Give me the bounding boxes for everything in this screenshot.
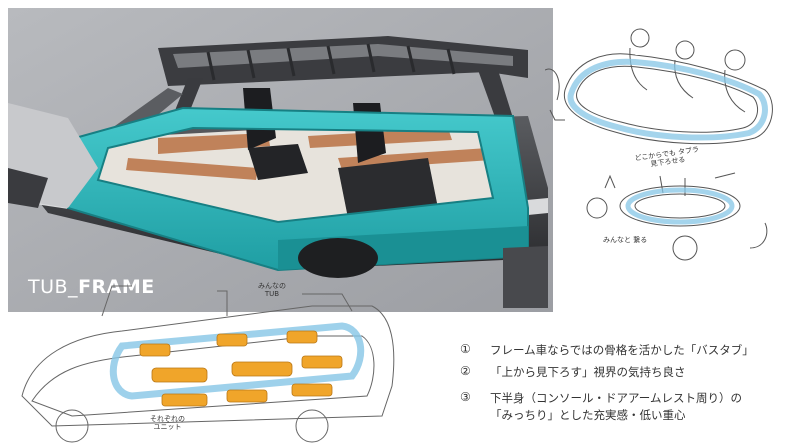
note-text: 下半身（コンソール・ドアアームレスト周り）の 「みっちり」とした充実感・低い重心 [490, 391, 742, 422]
title-prefix: TUB_ [28, 276, 79, 298]
title-main: FRAME [78, 276, 155, 298]
sketch-note-bottom-under: それぞれの ユニット [150, 415, 185, 432]
note-number: ① [460, 342, 471, 356]
sketch-passengers-topview [545, 28, 773, 145]
sketch-note-bottom-label: みんなの TUB [258, 282, 286, 299]
note-number: ② [460, 364, 471, 378]
tub-frame-render: TUB_FRAME [8, 8, 553, 312]
sketch-side-section [21, 285, 395, 443]
note-number: ③ [460, 390, 471, 404]
vehicle-render-image [8, 8, 553, 312]
note-text: 「上から見下ろす」視界の気持ち良さ [490, 365, 686, 379]
note-item-1: ① フレーム車ならではの骨格を活かした「バスタブ」 [460, 342, 754, 359]
note-item-3: ③ 下半身（コンソール・ドアアームレスト周り）の 「みっちり」とした充実感・低い… [460, 390, 742, 424]
note-text: フレーム車ならではの骨格を活かした「バスタブ」 [490, 343, 754, 357]
sketch-looking-down [586, 172, 768, 261]
note-item-2: ② 「上から見下ろす」視界の気持ち良さ [460, 364, 686, 381]
render-title: TUB_FRAME [28, 276, 155, 298]
sketch-note-mid-bottom: みんなと 繋る [603, 236, 648, 244]
